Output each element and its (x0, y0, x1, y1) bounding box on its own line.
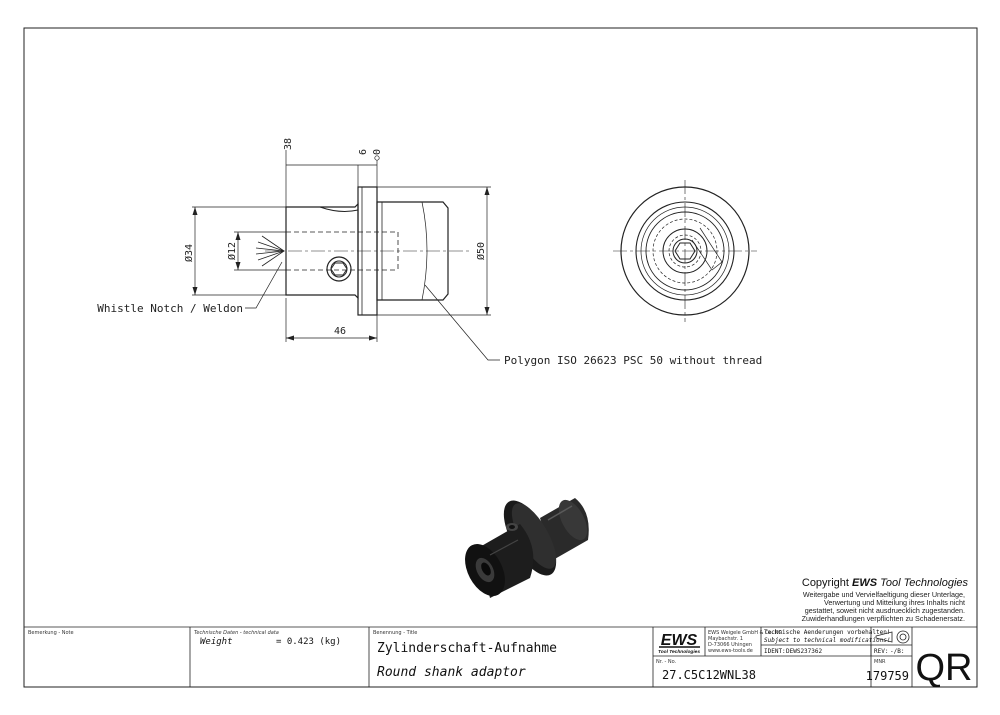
polygon-shank (376, 201, 449, 301)
dimension-arrows (192, 187, 490, 341)
dim-diameter-34: Ø34 (183, 244, 195, 262)
title-label: Benennung - Title (373, 630, 417, 636)
dim-46: 46 (334, 326, 346, 337)
ews-logo-subtitle: Tool Technologies (658, 649, 700, 655)
part-number: 27.C5C12WNL38 (662, 668, 756, 682)
ews-logo: EWS (661, 632, 698, 649)
remark-label: Bemerkung - Note (28, 630, 74, 636)
company-line: www.ews-tools.de (708, 648, 753, 654)
dim-diameter-12: Ø12 (226, 242, 238, 260)
title-german: Zylinderschaft-Aufnahme (377, 641, 557, 656)
mnr-value: 179759 (866, 669, 909, 683)
copyright-prefix: Copyright (802, 577, 852, 589)
mnr-label: MNR (874, 659, 886, 665)
techdata-label: Technische Daten - technical data (194, 630, 279, 636)
dim-0: 0 (372, 149, 383, 155)
copyright-line: Weitergabe und Vervielfaeltigung dieser … (803, 590, 965, 599)
dim-38: 38 (283, 138, 294, 150)
copyright-line: gestattet, soweit nicht ausdruecklich zu… (805, 606, 965, 615)
weight-label: Weight (200, 637, 233, 647)
ident-label: IDENT: (764, 648, 786, 655)
side-view (265, 186, 470, 316)
company-line: EWS Weigele GmbH & Co. KG (708, 630, 782, 636)
ident-value: DEWS237362 (786, 648, 823, 655)
title-block (24, 626, 977, 687)
company-line: D-73066 Uhingen (708, 642, 752, 648)
copyright-suffix: Tool Technologies (877, 577, 968, 589)
copyright-heading: Copyright EWS Tool Technologies (802, 577, 969, 589)
whistle-notch (319, 206, 359, 212)
qr-label: QR (916, 647, 973, 689)
projection-symbol-icon (875, 630, 910, 644)
bore-cone-marks (255, 235, 285, 267)
adapter-3d-render (465, 498, 589, 598)
copyright-brand: EWS (852, 577, 878, 589)
note-whistle-notch: Whistle Notch / Weldon (97, 302, 243, 315)
dim-diameter-50: Ø50 (475, 242, 487, 260)
note-polygon: Polygon ISO 26623 PSC 50 without thread (504, 354, 762, 367)
leaders (245, 261, 500, 361)
set-screw (326, 256, 352, 282)
copyright-line: Verwertung und Mitteilung ihres Inhalts … (824, 598, 965, 607)
dim-6: 6 (358, 149, 369, 155)
title-english: Round shank adaptor (377, 665, 526, 680)
changes-english: Subject to technical modifications! (764, 637, 890, 644)
copyright-line: Zuwiderhandlungen verpflichten zu Schade… (802, 614, 965, 623)
weight-value: = 0.423 (kg) (276, 637, 341, 647)
rev-value: -/B: (890, 648, 904, 655)
rev-label: REV: (874, 648, 888, 655)
changes-german: Technische Aenderungen vorbehalten! (764, 629, 890, 636)
front-view (613, 180, 757, 322)
number-label: Nr. - No. (656, 659, 677, 665)
sheet-border (23, 27, 978, 688)
company-line: Maybachstr. 1 (708, 636, 743, 642)
